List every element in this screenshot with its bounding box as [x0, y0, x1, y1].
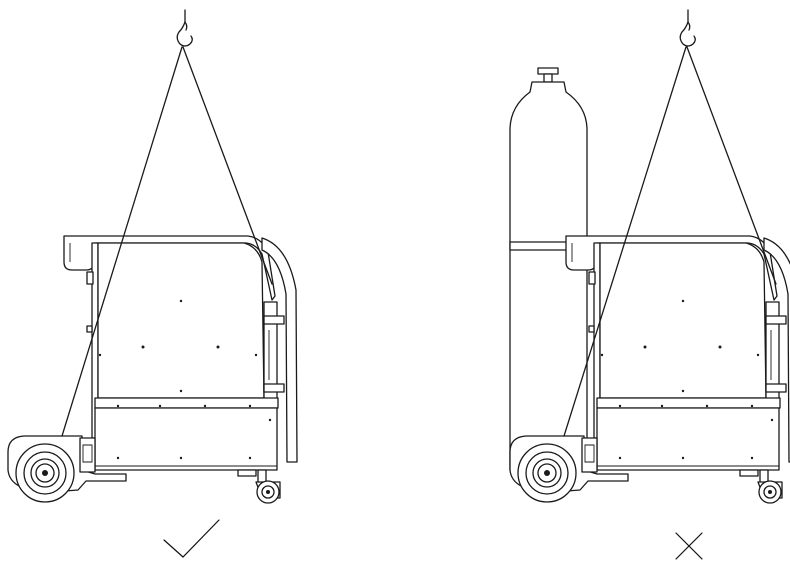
cross-icon	[675, 532, 703, 560]
correct-lifting-panel	[7, 9, 298, 558]
incorrect-lifting-panel	[509, 9, 790, 560]
welding-machine-trolley	[7, 235, 298, 504]
lifting-slings	[563, 46, 777, 437]
checkmark-icon	[163, 519, 220, 558]
lifting-slings	[61, 46, 273, 437]
crane-hook-icon	[679, 9, 696, 47]
crane-hook-icon	[176, 9, 193, 47]
gas-cylinder	[509, 67, 588, 471]
